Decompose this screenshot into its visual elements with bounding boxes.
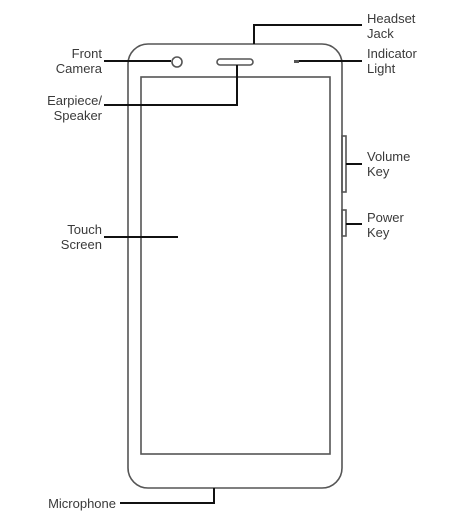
touch-screen-label-line1: Touch xyxy=(67,222,102,237)
power-key-label-line1: Power xyxy=(367,210,404,225)
touch-screen-label: Touch Screen xyxy=(61,222,102,252)
microphone-label: Microphone xyxy=(48,496,116,511)
front-camera-label-line2: Camera xyxy=(55,61,102,76)
touch-screen-label-line2: Screen xyxy=(60,237,102,252)
indicator-light-label-line2: Light xyxy=(367,61,396,76)
indicator-light-label-line1: Indicator xyxy=(367,46,417,61)
microphone-label-line1: Microphone xyxy=(48,496,116,511)
power-key-label-line2: Key xyxy=(367,225,390,240)
earpiece-slot xyxy=(216,58,254,66)
microphone-leader xyxy=(120,488,215,504)
indicator-light-dot xyxy=(294,60,299,63)
front-camera-label: Front Camera xyxy=(56,46,102,76)
touch-screen-area xyxy=(140,76,331,455)
headset-jack-label: Headset Jack xyxy=(367,11,415,41)
volume-key-label-line2: Key xyxy=(367,164,390,179)
earpiece-leader xyxy=(104,65,238,106)
indicator-light-label: Indicator Light xyxy=(367,46,417,76)
earpiece-speaker-label: Earpiece/ Speaker xyxy=(47,93,102,123)
headset-jack-label-line2: Jack xyxy=(367,26,394,41)
volume-key-label: Volume Key xyxy=(367,149,410,179)
headset-jack-label-line1: Headset xyxy=(367,11,416,26)
headset-jack-leader xyxy=(253,24,362,44)
front-camera-lens xyxy=(171,56,183,68)
volume-key-button xyxy=(341,135,347,193)
earpiece-speaker-label-line1: Earpiece/ xyxy=(47,93,102,108)
phone-body xyxy=(127,43,343,489)
front-camera-label-line1: Front xyxy=(71,46,102,61)
power-key-label: Power Key xyxy=(367,210,404,240)
volume-key-label-line1: Volume xyxy=(367,149,411,164)
earpiece-speaker-label-line2: Speaker xyxy=(53,108,102,123)
power-key-button xyxy=(341,209,347,237)
